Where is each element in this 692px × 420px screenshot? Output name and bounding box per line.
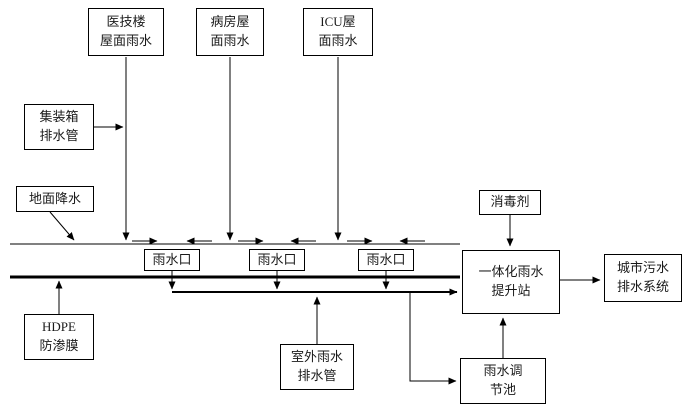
box-label: 雨水口 [152,251,192,267]
box-label: 排水管 [297,368,337,383]
box-integrated-rainwater-lift-station: 一体化雨水 提升站 [462,250,560,314]
box-disinfectant: 消毒剂 [479,190,541,215]
box-label: HDPE [42,319,76,335]
box-label: 室外雨水 [290,349,343,365]
box-label: 节池 [489,382,516,397]
box-hdpe-membrane: HDPE 防渗膜 [24,314,94,360]
box-rainwater-regulating-pool: 雨水调 节池 [460,358,546,404]
box-ground-precipitation: 地面降水 [16,186,94,212]
box-label: 排水管 [39,128,79,143]
box-label: 提升站 [491,283,531,298]
box-label: 消毒剂 [490,194,530,210]
box-label: 屋面雨水 [99,33,152,48]
box-medical-tech-building-roof-rainwater: 医技楼 屋面雨水 [88,8,164,56]
box-label: 集装箱 [39,109,79,125]
box-rain-inlet-2: 雨水口 [249,249,305,271]
box-label: 面雨水 [318,33,358,48]
box-label: 雨水调 [483,363,523,379]
box-ward-roof-rainwater: 病房屋 面雨水 [196,8,264,56]
box-label: 雨水口 [257,251,297,267]
box-outdoor-rainwater-drain-pipe: 室外雨水 排水管 [280,344,354,390]
box-label: 地面降水 [28,190,81,206]
box-label: 雨水口 [366,251,406,267]
box-label: 医技楼 [106,14,146,30]
box-rain-inlet-3: 雨水口 [358,249,414,271]
ground-precip-arrow [49,211,75,241]
box-label: ICU屋 [320,14,356,30]
branch-to-pool-arrow [409,292,457,385]
box-container-drain-pipe: 集装箱 排水管 [24,104,94,150]
box-label: 防渗膜 [39,338,79,353]
box-icu-roof-rainwater: ICU屋 面雨水 [303,8,373,56]
box-label: 一体化雨水 [478,264,544,280]
box-rain-inlet-1: 雨水口 [144,249,200,271]
box-label: 病房屋 [210,14,250,30]
box-label: 排水系统 [616,279,669,294]
box-label: 城市污水 [616,260,669,276]
box-city-sewage-drainage-system: 城市污水 排水系统 [604,254,682,302]
box-label: 面雨水 [210,33,250,48]
